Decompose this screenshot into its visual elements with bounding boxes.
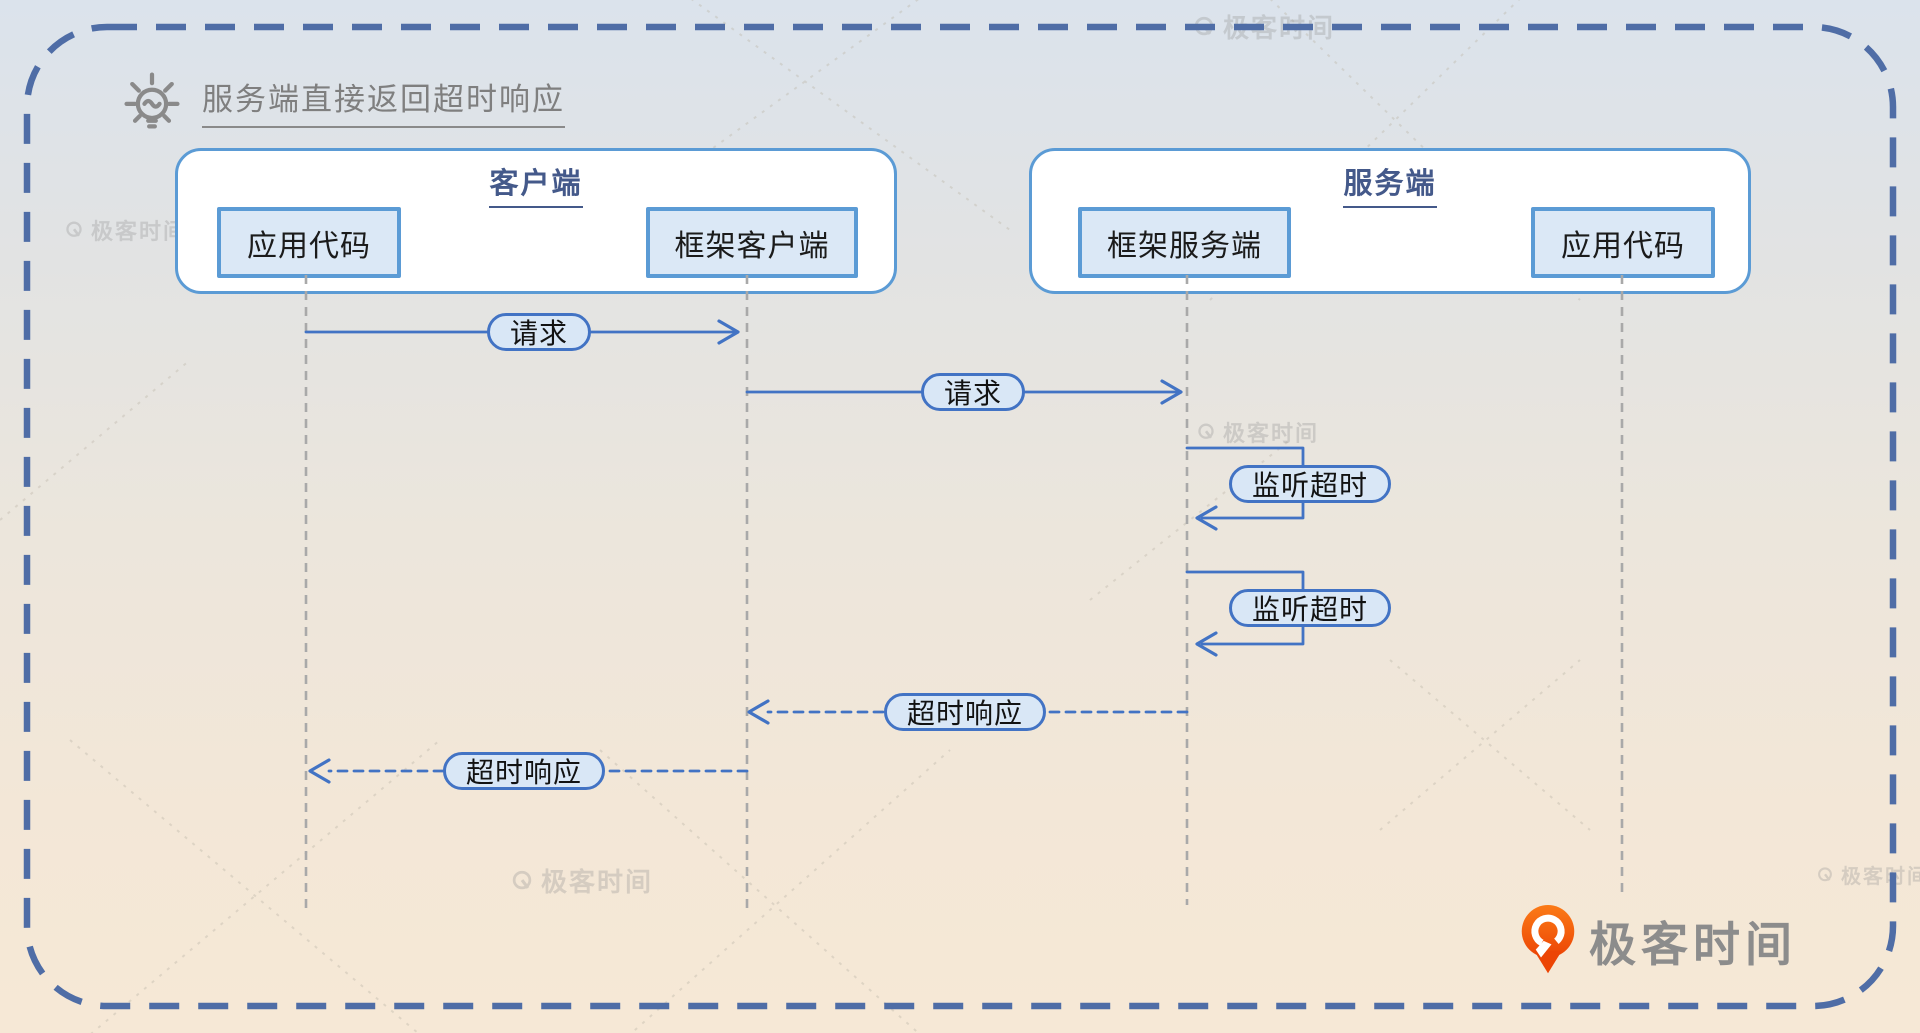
- actor-label: 框架客户端: [674, 229, 830, 263]
- arrowhead-left-1: [747, 699, 770, 725]
- watermark-text: 极客时间: [91, 219, 188, 244]
- outer-dashed-border: [23, 23, 1897, 1010]
- server-title: 服务端: [1032, 160, 1748, 208]
- geektime-watermark-icon: [66, 221, 82, 237]
- actor-label: 应用代码: [247, 229, 371, 263]
- client-container: 客户端 应用代码 框架客户端: [175, 148, 897, 294]
- arrowhead-right-2: [1160, 379, 1183, 405]
- brand-watermark: 极客时间: [64, 214, 187, 246]
- actor-box-server-app-code: 应用代码: [1531, 207, 1715, 278]
- solid-arrows: [304, 319, 1183, 405]
- page-title: 服务端直接返回超时响应: [120, 68, 565, 134]
- brand-watermark: 极客时间: [1196, 416, 1319, 448]
- arrowhead-loop-1: [1195, 505, 1218, 531]
- message-pill-timeout-response-2: 超时响应: [442, 752, 606, 790]
- dashed-arrows: [308, 699, 1189, 784]
- message-pill-listen-timeout-2: 监听超时: [1228, 589, 1392, 627]
- watermark-text: 极客时间: [1223, 421, 1320, 446]
- actor-label: 应用代码: [1561, 229, 1685, 263]
- brand-watermark: 极客时间: [1816, 860, 1920, 889]
- arrowhead-loop-2: [1195, 631, 1218, 657]
- client-title-text: 客户端: [489, 160, 583, 208]
- server-container: 服务端 框架服务端 应用代码: [1029, 148, 1751, 294]
- watermark-text: 极客时间: [541, 867, 654, 897]
- geektime-watermark-icon: [512, 870, 532, 889]
- message-pill-request-2: 请求: [920, 373, 1026, 411]
- message-pill-timeout-response-1: 超时响应: [883, 693, 1047, 731]
- actor-label: 框架服务端: [1107, 229, 1262, 263]
- geektime-watermark-icon: [1818, 866, 1832, 881]
- geektime-logo: 极客时间: [1520, 903, 1797, 977]
- brand-watermark: 极客时间: [510, 862, 653, 899]
- actor-box-client-app-code: 应用代码: [217, 207, 401, 278]
- page-title-text: 服务端直接返回超时响应: [202, 74, 565, 128]
- message-pill-listen-timeout-1: 监听超时: [1228, 465, 1392, 503]
- watermark-text: 极客时间: [1841, 866, 1920, 888]
- server-title-text: 服务端: [1343, 160, 1437, 208]
- lightbulb-icon: [124, 72, 180, 129]
- geektime-watermark-icon: [1198, 423, 1214, 439]
- actor-box-framework-client: 框架客户端: [646, 207, 858, 278]
- message-pill-request-1: 请求: [486, 313, 592, 351]
- actor-box-framework-server: 框架服务端: [1078, 207, 1291, 278]
- geektime-logo-text: 极客时间: [1589, 917, 1797, 971]
- client-title: 客户端: [178, 160, 894, 208]
- geektime-logo-icon: [1521, 905, 1575, 974]
- lifelines: [304, 275, 1624, 908]
- arrowhead-right-1: [717, 319, 740, 345]
- arrowhead-left-2: [308, 758, 331, 784]
